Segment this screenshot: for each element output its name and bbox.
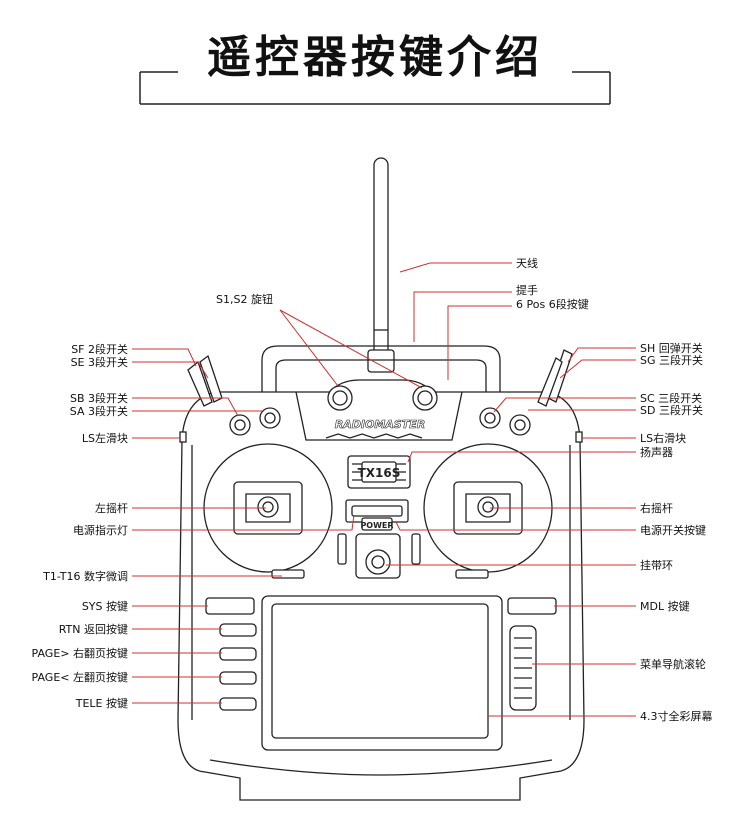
label-wheel: 菜单导航滚轮 (640, 657, 706, 671)
pot-s2 (412, 385, 438, 411)
rtn-button (219, 623, 257, 637)
label-screen: 4.3寸全彩屏幕 (640, 709, 713, 723)
label-rtn: RTN 返回按键 (59, 622, 128, 636)
trim-set (271, 533, 489, 579)
label-handle: 提手 (516, 283, 538, 297)
labels: 天线 提手 6 Pos 6段按键 S1,S2 旋钮 SF 2段开关 SE 3段开… (32, 256, 713, 723)
title-area: 遥控器按键介绍 (0, 0, 750, 110)
label-right-stick: 右摇杆 (640, 501, 673, 515)
label-rs: LS右滑块 (640, 431, 686, 445)
label-sg: SG 三段开关 (640, 353, 703, 367)
label-ls: LS左滑块 (82, 432, 128, 445)
label-speaker: 扬声器 (640, 445, 673, 459)
mdl-button (507, 597, 557, 615)
label-mdl: MDL 按键 (640, 599, 690, 613)
switch-sc (479, 407, 501, 429)
leader-lines (132, 262, 636, 717)
sys-button (205, 597, 255, 615)
speaker-grille: TX16S (347, 455, 411, 489)
handle-part (261, 345, 501, 392)
label-sc: SC 三段开关 (640, 391, 702, 405)
slider-right (575, 431, 583, 443)
label-sh: SH 回弹开关 (640, 341, 703, 355)
label-se: SE 3段开关 (71, 355, 128, 369)
left-gimbal (203, 443, 333, 573)
radio-illustration: RADIOMASTER TX16S (177, 157, 585, 801)
label-6pos: 6 Pos 6段按键 (516, 297, 589, 311)
tele-button (219, 697, 257, 711)
page-next-button (219, 647, 257, 661)
label-tele: TELE 按键 (75, 696, 128, 710)
label-left-stick: 左摇杆 (95, 501, 128, 515)
slider-left (179, 431, 187, 443)
label-power-btn: 电源开关按键 (640, 523, 706, 537)
page-prev-button (219, 671, 257, 685)
screen-bezel (261, 595, 503, 751)
pot-s1 (327, 385, 353, 411)
label-sa: SA 3段开关 (70, 404, 128, 418)
label-power-led: 电源指示灯 (73, 523, 128, 537)
switch-sb (229, 414, 251, 436)
label-sf: SF 2段开关 (71, 342, 128, 356)
switch-sf (187, 360, 213, 407)
label-antenna: 天线 (516, 256, 538, 270)
power-label: POWER (360, 521, 393, 530)
label-sys: SYS 按键 (82, 599, 128, 613)
title-frame (139, 71, 611, 105)
model-badge: TX16S (358, 466, 401, 480)
label-sd: SD 三段开关 (640, 403, 703, 417)
page-title: 遥控器按键介绍 (207, 32, 543, 83)
antenna-part (367, 157, 395, 373)
label-s1s2: S1,S2 旋钮 (216, 292, 273, 306)
switch-sd (509, 414, 531, 436)
label-page-prev: PAGE< 左翻页按键 (32, 670, 128, 684)
nav-wheel (509, 625, 537, 711)
power-area: POWER (345, 499, 409, 579)
label-trims: T1-T16 数字微调 (42, 569, 128, 583)
switch-sg (537, 357, 563, 407)
switch-sa (259, 407, 281, 429)
brand-logo: RADIOMASTER (335, 418, 425, 431)
label-page-next: PAGE> 右翻页按键 (32, 646, 128, 660)
label-sb: SB 3段开关 (70, 391, 128, 405)
label-lanyard: 挂带环 (640, 558, 673, 572)
